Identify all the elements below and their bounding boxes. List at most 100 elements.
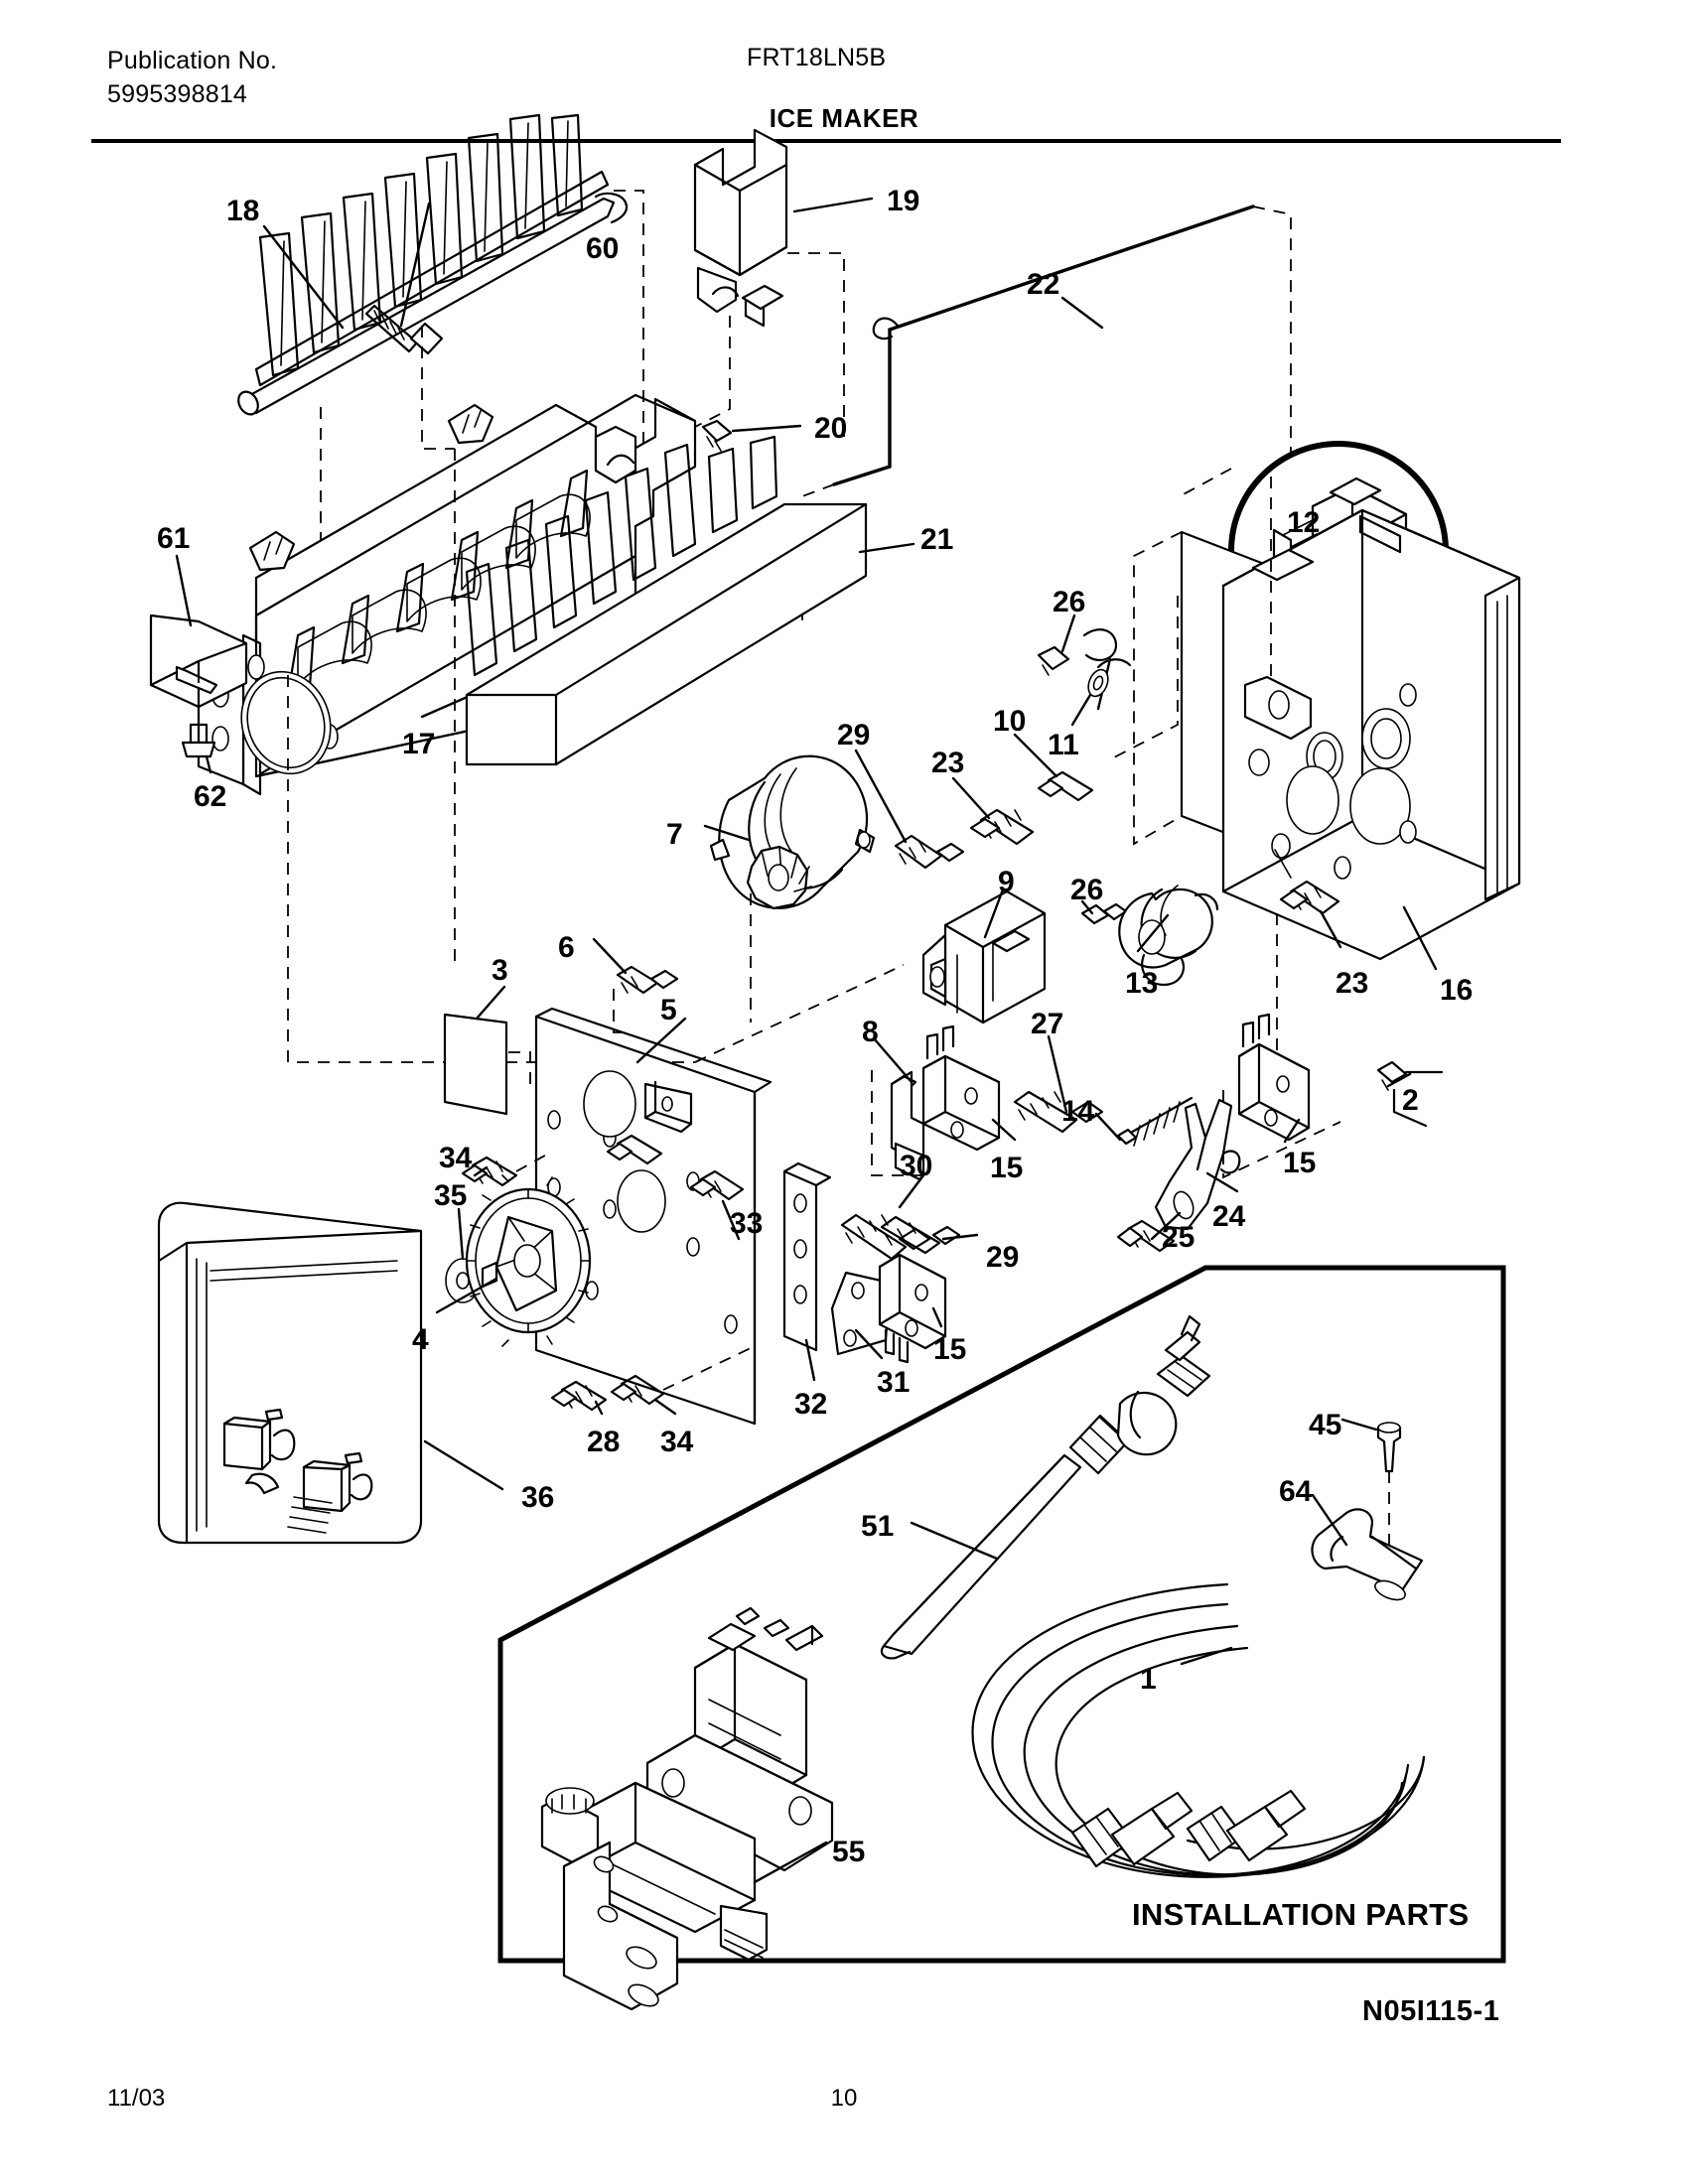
callout-number-27: 27 [1031,1008,1064,1040]
callout-number-25: 25 [1162,1221,1196,1254]
callout-number-24: 24 [1212,1200,1246,1233]
part-1-water-tubing [973,1584,1424,1877]
part-19-deflector [695,130,786,326]
callout-number-8: 8 [862,1016,879,1048]
model-number: FRT18LN5B [747,44,887,71]
callout-number-9: 9 [998,866,1015,898]
callout-number-6: 6 [558,931,575,964]
part-27-screw [1015,1092,1102,1132]
part-9-motor [923,891,1045,1023]
callout-number-36: 36 [521,1481,555,1514]
part-13-thermostat [1119,886,1217,985]
part-18-rake [234,115,627,418]
callout-number-22: 22 [1027,268,1060,301]
callout-number-62: 62 [194,780,227,813]
callout-number-51: 51 [861,1510,895,1543]
publication-label: Publication No. [107,47,278,74]
part-6-screw [618,967,677,993]
callout-number-34: 34 [439,1142,473,1174]
part-29-screw-lower [882,1217,959,1253]
callout-number-26: 26 [1070,874,1104,906]
part-64-clamp [1312,1509,1422,1603]
part-7-timer-motor [711,756,874,908]
callout-number-12: 12 [1287,506,1321,539]
callout-number-19: 19 [887,185,920,217]
part-15-switch-right [1239,1015,1309,1140]
part-26-screw-lower [1082,904,1126,923]
part-11-washer [1084,667,1111,700]
callout-number-11: 11 [1048,729,1079,761]
callout-number-29: 29 [837,719,871,751]
part-34-screw-a [463,1158,516,1185]
page-title: ICE MAKER [769,103,919,133]
callout-number-14: 14 [1061,1095,1095,1128]
part-55-water-valve [542,1608,832,2010]
part-4-drive-gear [467,1175,590,1346]
part-15-switch-lower [880,1255,945,1362]
callout-number-4: 4 [412,1323,429,1356]
diagram-code: N05I115-1 [1362,1995,1500,2027]
part-32-strap [784,1163,830,1350]
footer-date: 11/03 [107,2085,166,2112]
part-14-spring [1118,1098,1192,1146]
part-33-screw [691,1171,743,1199]
callout-number-28: 28 [587,1426,621,1458]
part-45-screw [1378,1423,1400,1471]
part-23-screw-upper [971,810,1033,844]
callout-number-15: 15 [990,1152,1024,1184]
callout-number-2: 2 [1402,1084,1419,1117]
callout-number-55: 55 [832,1836,866,1868]
callout-number-32: 32 [794,1388,828,1421]
part-2-clip [1378,1062,1442,1126]
publication-block: Publication No. 5995398814 [107,44,277,111]
callout-number-3: 3 [492,954,508,987]
part-51-fill-tube [882,1316,1209,1658]
callout-number-34: 34 [660,1426,694,1458]
callout-number-21: 21 [920,523,954,556]
callout-number-17: 17 [402,728,436,760]
part-22-bail-arm [834,206,1253,484]
callout-number-16: 16 [1440,974,1474,1007]
footer-page-number: 10 [830,2085,858,2112]
part-21-ejector [467,437,866,764]
callout-number-10: 10 [993,705,1027,738]
part-23-screw-lower [1281,882,1338,913]
callout-number-18: 18 [226,195,260,227]
callout-number-7: 7 [666,818,683,851]
part-28-screw [552,1382,606,1410]
callout-number-15: 15 [1283,1147,1317,1179]
callout-number-60: 60 [586,232,620,265]
part-10-screw [1039,772,1092,800]
callout-number-13: 13 [1125,967,1159,1000]
callout-number-5: 5 [660,994,677,1026]
installation-parts-label: INSTALLATION PARTS [1132,1897,1470,1932]
callout-number-15: 15 [933,1333,967,1366]
part-17-ice-mold [199,395,695,794]
callout-number-45: 45 [1309,1409,1342,1441]
callout-number-20: 20 [814,412,848,445]
part-25-screw [1118,1221,1174,1251]
callout-number-33: 33 [730,1207,764,1240]
part-20-screw [703,421,731,451]
callout-number-64: 64 [1279,1475,1313,1508]
header-divider [91,139,1561,143]
callout-number-26: 26 [1053,586,1086,618]
part-62-screw [183,725,214,756]
part-29-screw-upper [896,836,963,868]
part-36-cover [159,1203,421,1543]
part-3-insulation [445,1015,506,1114]
callout-number-29: 29 [986,1241,1020,1274]
callout-number-30: 30 [900,1150,933,1182]
part-61-bracket [151,615,246,707]
callout-number-23: 23 [931,747,965,779]
part-8-switch [892,1026,999,1179]
publication-number: 5995398814 [107,80,248,108]
callout-number-61: 61 [157,522,191,555]
callout-number-35: 35 [434,1179,468,1212]
part-34-screw-b [612,1376,663,1404]
callout-number-31: 31 [877,1366,911,1399]
callout-number-23: 23 [1336,967,1369,1000]
part-30-screw [842,1215,929,1259]
